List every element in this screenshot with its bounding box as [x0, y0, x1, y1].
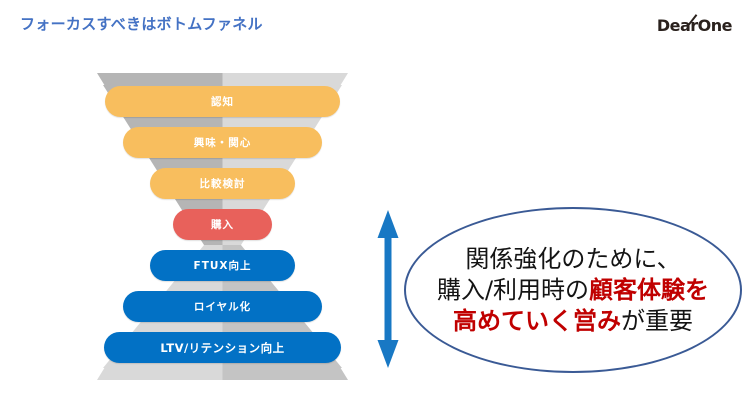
funnel-stage-label: 比較検討: [199, 178, 246, 190]
funnel-stage-label: FTUX向上: [193, 260, 252, 272]
callout-line-3: 高めていく営みが重要: [453, 306, 693, 335]
funnel-bottom-band-right: [222, 367, 348, 380]
funnel-stage-ltv-retention: LTV/リテンション向上: [104, 332, 341, 363]
funnel-top-band-right: [222, 73, 348, 86]
funnel-stage-label: LTV/リテンション向上: [160, 340, 285, 355]
funnel-stage-label: 認知: [211, 96, 234, 108]
funnel-top-band-left: [97, 73, 223, 86]
funnel-stage-ftux: FTUX向上: [150, 250, 295, 281]
callout-highlight-red: 顧客体験を: [589, 275, 710, 304]
funnel-stage-loyalty: ロイヤル化: [123, 291, 322, 322]
callout-ellipse: 関係強化のために、 購入/利用時の顧客体験を 高めていく営みが重要: [404, 207, 742, 373]
callout-line-1: 関係強化のために、: [465, 244, 681, 273]
callout-highlight-red: 高めていく営み: [453, 306, 621, 335]
funnel-stage-purchase: 購入: [173, 209, 272, 240]
dearone-logo-text: DearOne: [656, 16, 733, 35]
dearone-logo: DearOne: [656, 14, 733, 35]
arrow-shaft: [384, 234, 392, 344]
funnel-stage-label: ロイヤル化: [193, 301, 252, 313]
funnel-stage-awareness: 認知: [105, 86, 340, 117]
page-title: フォーカスすべきはボトムファネル: [20, 15, 263, 33]
funnel-stage-consideration: 比較検討: [150, 168, 295, 199]
funnel-bottom-band-left: [97, 367, 223, 380]
arrow-head-up-icon: [377, 210, 399, 238]
funnel-stage-interest: 興味・関心: [123, 127, 322, 158]
funnel-stage-label: 購入: [211, 219, 234, 231]
funnel-stage-label: 興味・関心: [193, 137, 252, 149]
callout-line-2: 購入/利用時の顧客体験を: [436, 275, 710, 304]
arrow-head-down-icon: [377, 340, 399, 368]
